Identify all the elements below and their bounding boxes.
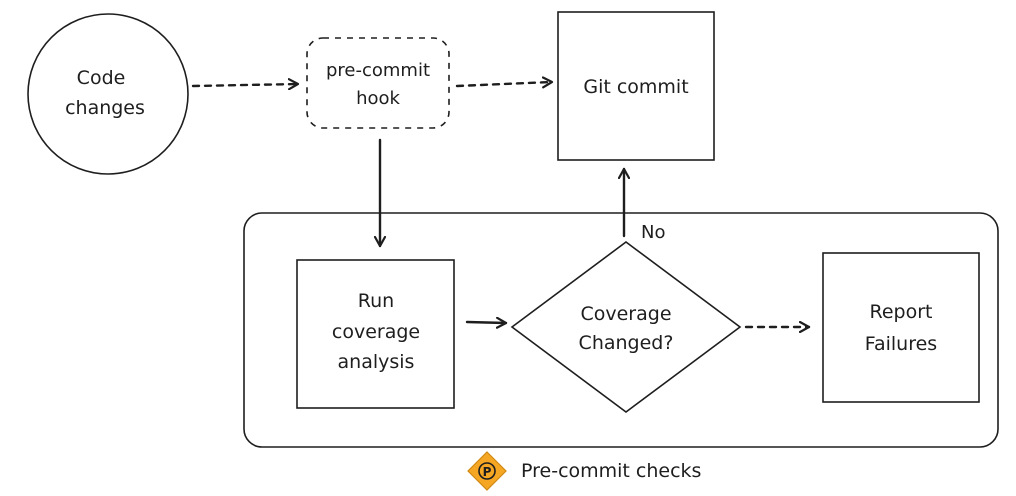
- edge-coverage-to-decision: [465, 322, 508, 323]
- precommit-hook-label-line2: hook: [356, 88, 400, 109]
- report-failures-node: [822, 252, 980, 403]
- group-label: Pre-commit checks: [521, 460, 701, 482]
- badge-letter: P: [483, 465, 492, 479]
- git-commit-node: [557, 11, 715, 161]
- run-coverage-label-line2: coverage: [332, 321, 420, 343]
- edge-code-to-hook: [191, 84, 300, 86]
- git-commit-label: Git commit: [583, 76, 688, 98]
- report-failures-label-line2: Failures: [865, 333, 937, 355]
- precommit-checks-group: [243, 212, 999, 448]
- coverage-changed-decision: [510, 241, 742, 413]
- run-coverage-label-line3: analysis: [338, 351, 415, 373]
- group-badge-icon: P: [467, 451, 507, 491]
- precommit-hook-label-line1: pre-commit: [326, 60, 430, 81]
- report-failures-label-line1: Report: [870, 301, 933, 323]
- run-coverage-label-line1: Run: [358, 290, 394, 312]
- edge-label-no: No: [641, 222, 665, 243]
- run-coverage-node: [296, 259, 455, 409]
- code-changes-label-line2: changes: [65, 97, 145, 119]
- code-changes-node: [27, 13, 189, 175]
- coverage-changed-label-line1: Coverage: [580, 303, 671, 325]
- coverage-changed-label-line2: Changed?: [579, 332, 674, 354]
- edge-hook-to-git: [455, 82, 554, 86]
- code-changes-label-line1: Code: [77, 67, 126, 89]
- precommit-hook-node: [306, 37, 450, 129]
- badge-circle: [478, 462, 496, 480]
- badge-diamond: [467, 451, 507, 491]
